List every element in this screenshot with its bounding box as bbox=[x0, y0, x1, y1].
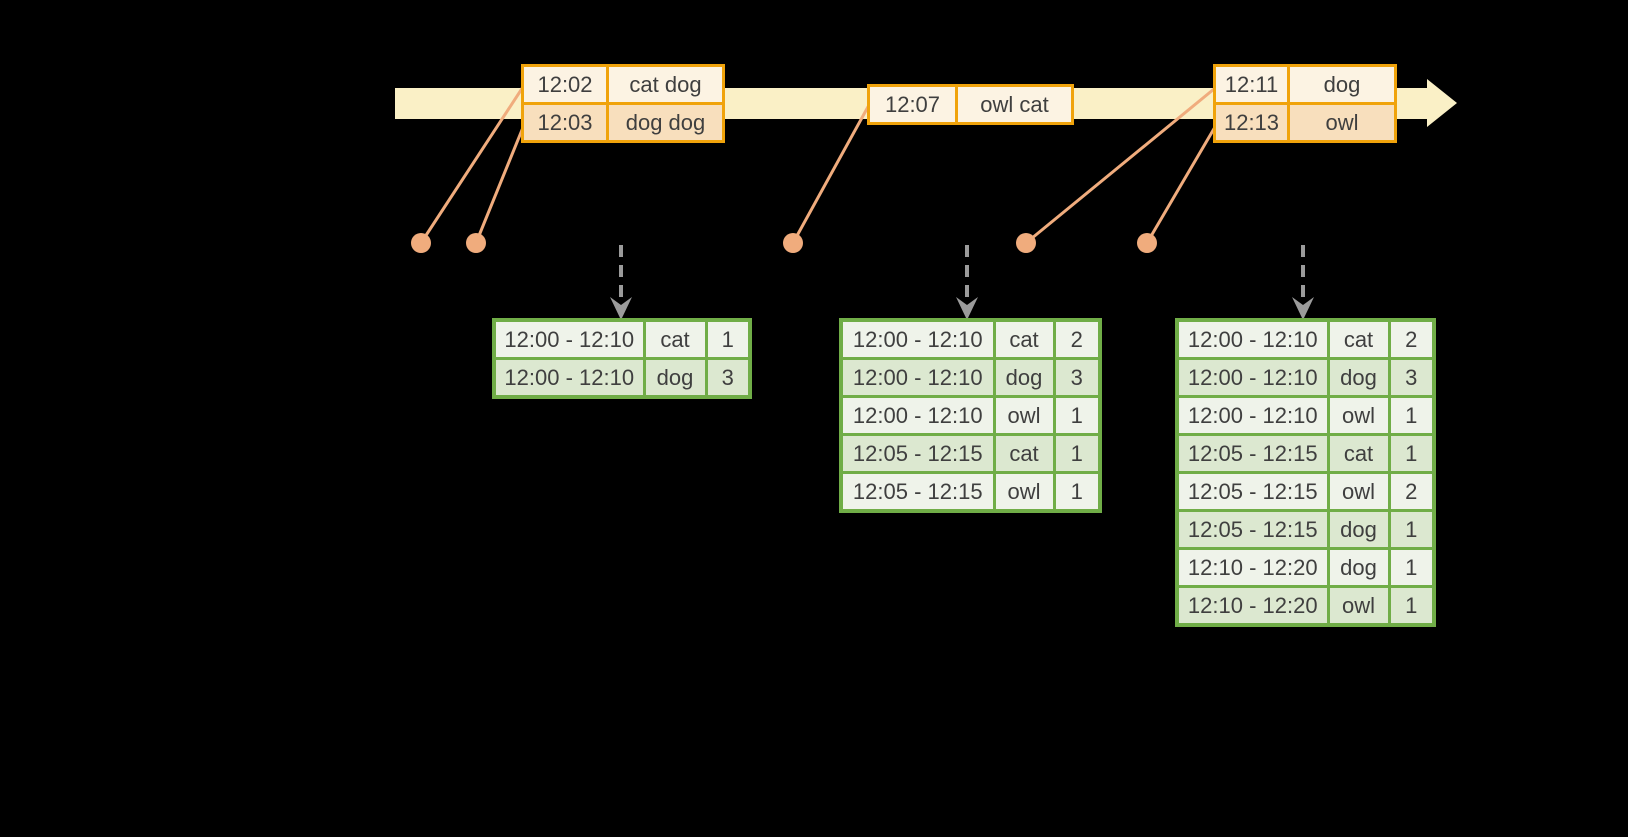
trigger-arrow-icon bbox=[956, 245, 978, 320]
event-words-cell: owl cat bbox=[955, 84, 1074, 125]
word-cell: dog bbox=[642, 357, 708, 399]
window-cell: 12:00 - 12:10 bbox=[839, 357, 996, 398]
event-dot bbox=[411, 233, 431, 253]
event-connector-line bbox=[791, 104, 871, 244]
window-cell: 12:00 - 12:10 bbox=[1175, 318, 1330, 360]
window-cell: 12:05 - 12:15 bbox=[1175, 509, 1330, 550]
event-connector-line bbox=[474, 124, 526, 244]
count-cell: 1 bbox=[1387, 509, 1436, 550]
event-dot bbox=[1137, 233, 1157, 253]
word-cell: owl bbox=[1326, 471, 1391, 512]
event-dot bbox=[466, 233, 486, 253]
window-cell: 12:10 - 12:20 bbox=[1175, 585, 1330, 627]
word-cell: cat bbox=[992, 433, 1056, 474]
trigger-arrow-icon bbox=[610, 245, 632, 320]
event-dot bbox=[1016, 233, 1036, 253]
count-cell: 1 bbox=[1052, 471, 1102, 513]
word-cell: cat bbox=[1326, 318, 1391, 360]
word-cell: owl bbox=[992, 471, 1056, 513]
count-cell: 1 bbox=[1387, 547, 1436, 588]
window-cell: 12:05 - 12:15 bbox=[1175, 433, 1330, 474]
trigger-arrow-icon bbox=[1292, 245, 1314, 320]
event-words-cell: dog bbox=[1287, 64, 1397, 105]
word-cell: owl bbox=[1326, 585, 1391, 627]
window-cell: 12:00 - 12:10 bbox=[839, 318, 996, 360]
event-time-cell: 12:03 bbox=[521, 102, 609, 143]
window-cell: 12:00 - 12:10 bbox=[492, 357, 646, 399]
count-cell: 3 bbox=[1387, 357, 1436, 398]
word-cell: dog bbox=[1326, 509, 1391, 550]
word-cell: cat bbox=[992, 318, 1056, 360]
count-cell: 2 bbox=[1052, 318, 1102, 360]
window-cell: 12:00 - 12:10 bbox=[839, 395, 996, 436]
count-cell: 3 bbox=[704, 357, 752, 399]
event-connector-line bbox=[1145, 126, 1217, 244]
window-cell: 12:05 - 12:15 bbox=[839, 471, 996, 513]
event-time-cell: 12:11 bbox=[1213, 64, 1290, 105]
word-cell: cat bbox=[1326, 433, 1391, 474]
word-cell: dog bbox=[1326, 357, 1391, 398]
event-words-cell: owl bbox=[1287, 102, 1397, 143]
event-words-cell: cat dog bbox=[606, 64, 725, 105]
word-cell: owl bbox=[992, 395, 1056, 436]
window-cell: 12:05 - 12:15 bbox=[839, 433, 996, 474]
event-time-cell: 12:02 bbox=[521, 64, 609, 105]
window-cell: 12:10 - 12:20 bbox=[1175, 547, 1330, 588]
word-cell: dog bbox=[1326, 547, 1391, 588]
event-time-cell: 12:07 bbox=[867, 84, 958, 125]
window-cell: 12:00 - 12:10 bbox=[1175, 395, 1330, 436]
count-cell: 1 bbox=[1052, 433, 1102, 474]
count-cell: 1 bbox=[1052, 395, 1102, 436]
word-cell: dog bbox=[992, 357, 1056, 398]
event-words-cell: dog dog bbox=[606, 102, 725, 143]
window-cell: 12:00 - 12:10 bbox=[1175, 357, 1330, 398]
count-cell: 1 bbox=[1387, 395, 1436, 436]
event-dot bbox=[783, 233, 803, 253]
event-connector-line bbox=[1025, 87, 1215, 245]
count-cell: 1 bbox=[1387, 585, 1436, 627]
window-cell: 12:05 - 12:15 bbox=[1175, 471, 1330, 512]
word-cell: owl bbox=[1326, 395, 1391, 436]
count-cell: 1 bbox=[704, 318, 752, 360]
word-cell: cat bbox=[642, 318, 708, 360]
count-cell: 1 bbox=[1387, 433, 1436, 474]
count-cell: 2 bbox=[1387, 471, 1436, 512]
event-connector-line bbox=[419, 86, 525, 244]
count-cell: 3 bbox=[1052, 357, 1102, 398]
window-cell: 12:00 - 12:10 bbox=[492, 318, 646, 360]
count-cell: 2 bbox=[1387, 318, 1436, 360]
event-time-cell: 12:13 bbox=[1213, 102, 1290, 143]
